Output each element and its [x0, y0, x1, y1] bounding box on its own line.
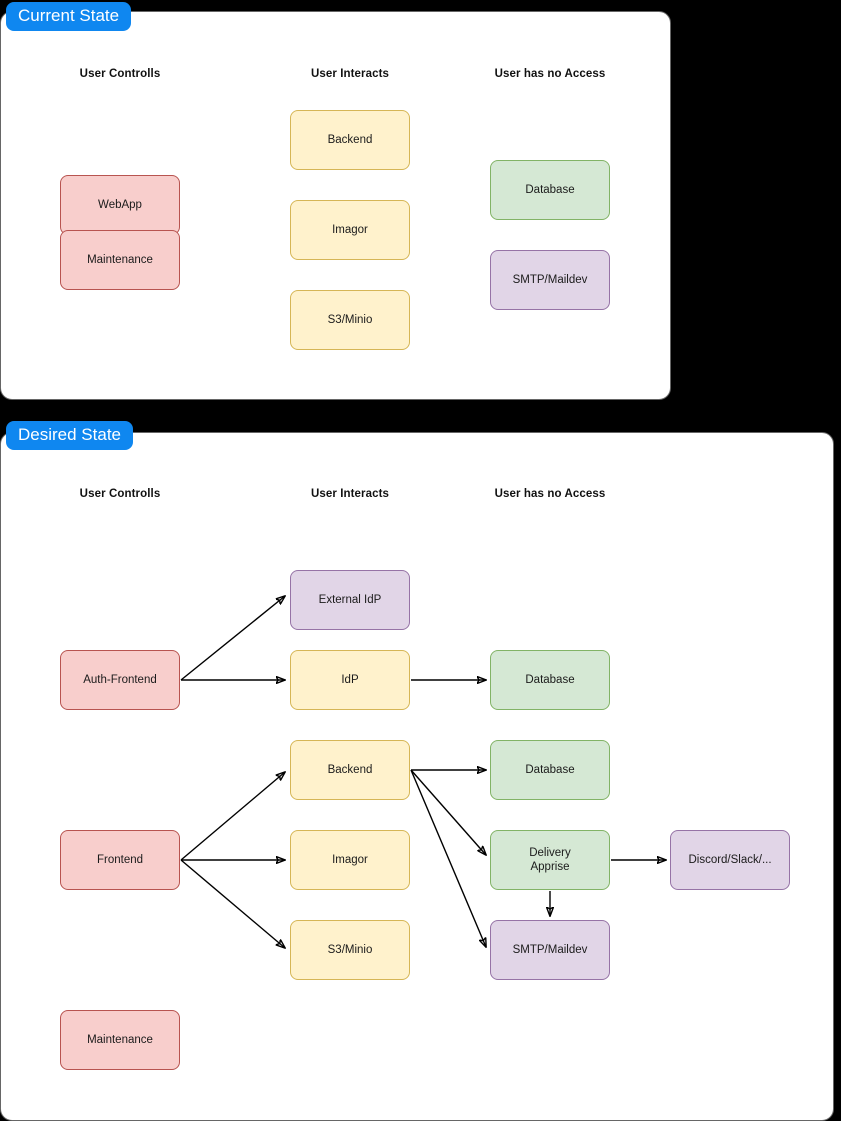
node-delivery-apprise[interactable]: Delivery Apprise — [490, 830, 610, 890]
node-label: S3/Minio — [327, 314, 373, 326]
node-label: SMTP/Maildev — [512, 944, 588, 956]
node-s3-minio-current[interactable]: S3/Minio — [290, 290, 410, 350]
node-label: Backend — [327, 764, 373, 776]
node-external-idp[interactable]: External IdP — [290, 570, 410, 630]
node-label: Maintenance — [87, 1034, 153, 1046]
node-discord-slack[interactable]: Discord/Slack/... — [670, 830, 790, 890]
node-database-main[interactable]: Database — [490, 740, 610, 800]
node-label: Auth-Frontend — [83, 674, 157, 686]
column-header-user-controls-current: User Controlls — [79, 68, 161, 80]
node-label: Database — [525, 184, 575, 196]
node-idp[interactable]: IdP — [290, 650, 410, 710]
node-label: Delivery Apprise — [529, 847, 571, 873]
node-smtp-maildev-current[interactable]: SMTP/Maildev — [490, 250, 610, 310]
panel-title-desired-state: Desired State — [6, 421, 133, 450]
node-label: Imagor — [332, 854, 368, 866]
node-label: SMTP/Maildev — [512, 274, 588, 286]
node-imagor-desired[interactable]: Imagor — [290, 830, 410, 890]
node-maintenance-desired[interactable]: Maintenance — [60, 1010, 180, 1070]
column-header-user-no-access-current: User has no Access — [494, 68, 606, 80]
node-label: Database — [525, 764, 575, 776]
column-header-user-interacts-current: User Interacts — [310, 68, 390, 80]
node-database-current[interactable]: Database — [490, 160, 610, 220]
node-frontend[interactable]: Frontend — [60, 830, 180, 890]
node-database-idp[interactable]: Database — [490, 650, 610, 710]
node-webapp-current[interactable]: WebApp — [60, 175, 180, 235]
node-imagor-current[interactable]: Imagor — [290, 200, 410, 260]
column-header-user-no-access-desired: User has no Access — [494, 488, 606, 500]
node-label: External IdP — [318, 594, 382, 606]
node-label: WebApp — [98, 199, 142, 211]
node-label: Backend — [327, 134, 373, 146]
column-header-user-interacts-desired: User Interacts — [310, 488, 390, 500]
node-label: S3/Minio — [327, 944, 373, 956]
node-label: Maintenance — [87, 254, 153, 266]
node-label: Frontend — [96, 854, 144, 866]
node-label: Imagor — [332, 224, 368, 236]
node-smtp-maildev-desired[interactable]: SMTP/Maildev — [490, 920, 610, 980]
node-backend-desired[interactable]: Backend — [290, 740, 410, 800]
node-label: Database — [525, 674, 575, 686]
panel-title-current-state: Current State — [6, 2, 132, 31]
node-maintenance-current[interactable]: Maintenance — [60, 230, 180, 290]
node-auth-frontend[interactable]: Auth-Frontend — [60, 650, 180, 710]
node-backend-current[interactable]: Backend — [290, 110, 410, 170]
column-header-user-controls-desired: User Controlls — [79, 488, 161, 500]
node-label: Discord/Slack/... — [688, 854, 772, 866]
node-s3-minio-desired[interactable]: S3/Minio — [290, 920, 410, 980]
node-label: IdP — [341, 674, 359, 686]
